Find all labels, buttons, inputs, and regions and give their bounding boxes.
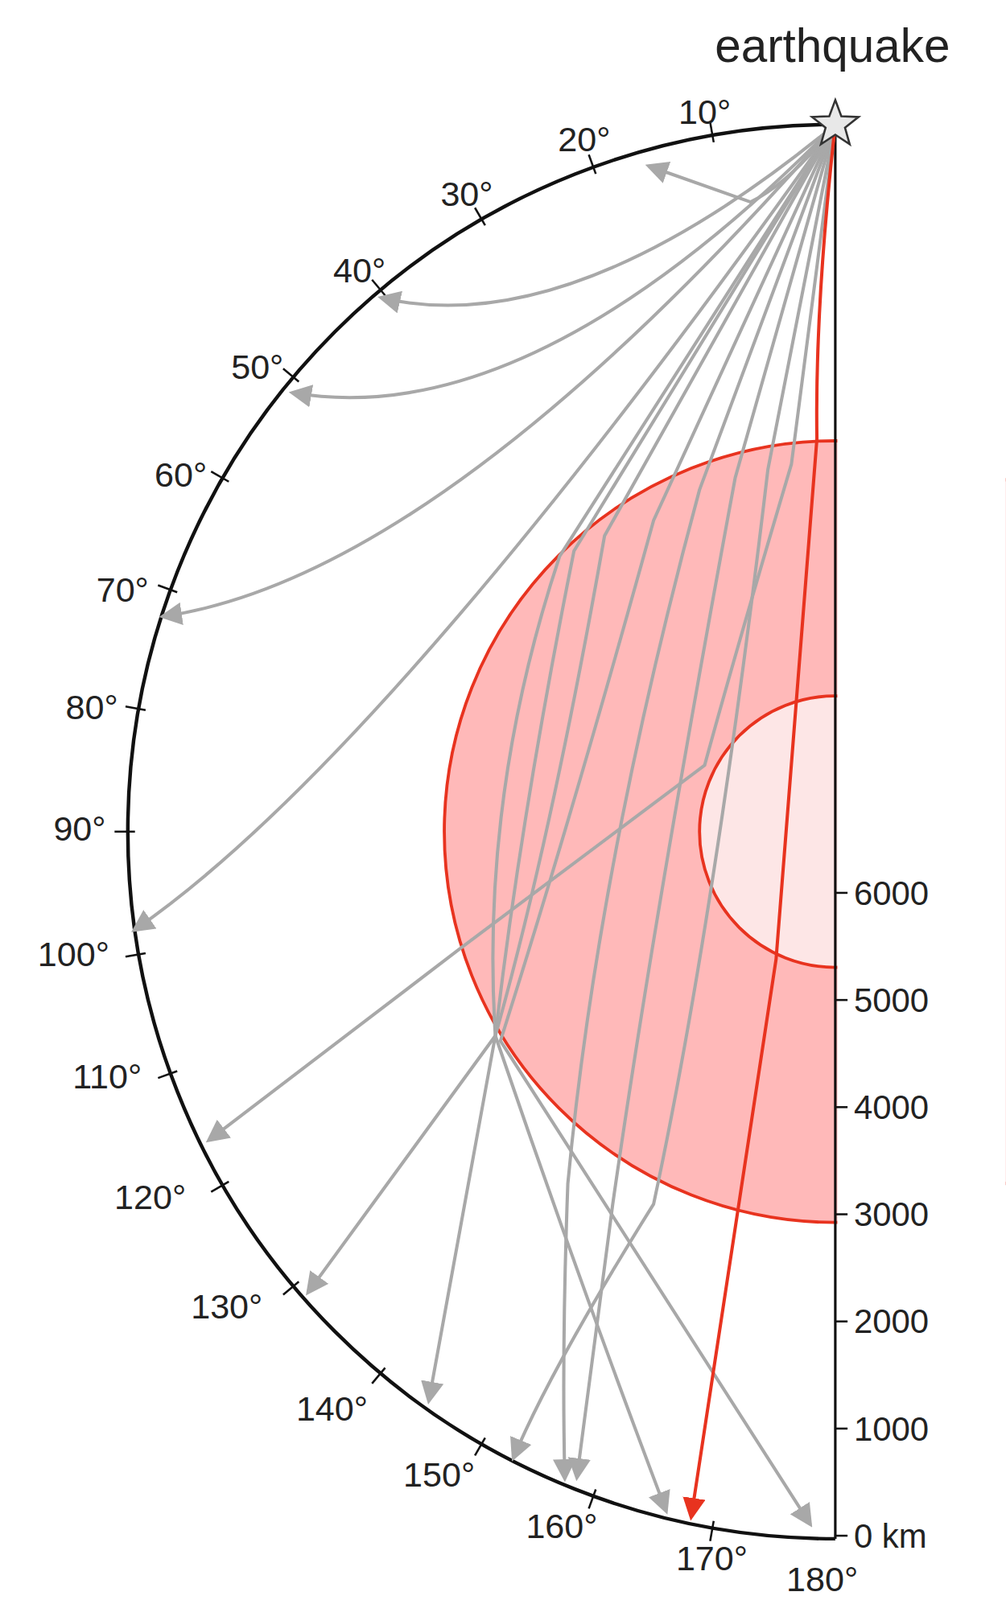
tick	[835, 1320, 848, 1324]
depth-label: 4000	[853, 1091, 929, 1126]
distance-label: 20°	[557, 122, 611, 157]
tick	[157, 585, 178, 594]
tick	[474, 1438, 486, 1456]
distance-label: 30°	[440, 177, 493, 212]
tick	[835, 1213, 848, 1217]
distance-label: 160°	[525, 1509, 598, 1545]
tick	[589, 1490, 597, 1510]
distance-label: 40°	[333, 253, 386, 289]
distance-label: 140°	[296, 1392, 368, 1427]
distance-label: 80°	[65, 690, 119, 726]
tick	[210, 1182, 229, 1193]
tick	[371, 1368, 385, 1384]
distance-label: 90°	[53, 812, 106, 847]
distance-label: 70°	[96, 573, 149, 608]
distance-label: 130°	[190, 1290, 263, 1325]
tick	[835, 1106, 848, 1110]
distance-label: 60°	[154, 457, 207, 493]
depth-label: 0 km	[853, 1520, 928, 1555]
seismic-rays	[135, 124, 836, 1525]
distance-label: 100°	[37, 937, 110, 973]
red-ray	[691, 124, 836, 1518]
event-label: earthquake	[714, 22, 950, 70]
tick	[835, 1535, 848, 1538]
tick	[157, 1071, 178, 1079]
distance-label: 110°	[72, 1059, 142, 1095]
distance-label: 180°	[786, 1562, 858, 1598]
depth-label: 6000	[853, 877, 929, 912]
depth-label: 2000	[853, 1305, 929, 1340]
depth-axis	[833, 124, 837, 1540]
distance-label: 120°	[114, 1180, 186, 1216]
distance-label: 50°	[230, 350, 284, 385]
depth-label: 3000	[853, 1198, 929, 1233]
tick	[125, 953, 146, 957]
tick	[125, 706, 146, 710]
tick-marks	[114, 122, 848, 1542]
distance-label: 10°	[678, 94, 731, 130]
tick	[283, 368, 299, 382]
tick	[589, 154, 597, 174]
tick	[114, 831, 135, 834]
right-mask	[836, 0, 1006, 1600]
tick	[835, 1428, 848, 1431]
earth-surface	[127, 124, 836, 1540]
tick	[283, 1282, 299, 1295]
tick	[835, 892, 848, 895]
depth-label: 5000	[853, 984, 929, 1019]
depth-label: 1000	[853, 1413, 929, 1448]
distance-label: 150°	[403, 1458, 475, 1493]
tick	[709, 1521, 714, 1542]
distance-label: 170°	[676, 1541, 748, 1577]
tick	[210, 471, 229, 483]
earthquake-star	[812, 99, 859, 145]
tick	[835, 999, 848, 1002]
